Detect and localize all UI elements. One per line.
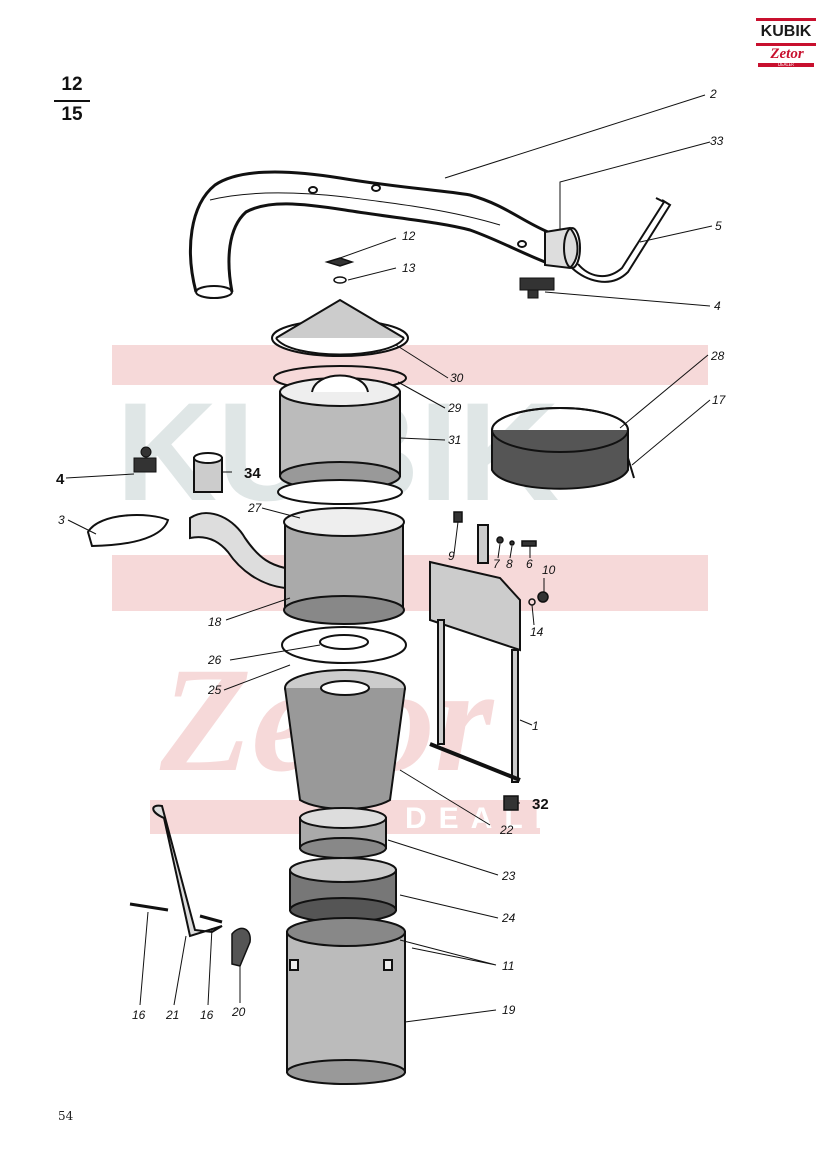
- part-32-rubber-foot: [503, 795, 519, 811]
- callout-13: 13: [402, 261, 416, 275]
- part-12-wing-nut: [324, 257, 355, 267]
- callout-33: 33: [710, 134, 724, 148]
- callout-8: 8: [506, 557, 513, 571]
- watermark-dealer: DEALER: [405, 802, 600, 835]
- callout-21: 21: [165, 1008, 179, 1022]
- watermark-top-band: [112, 345, 708, 385]
- callout-16-left: 16: [132, 1008, 146, 1022]
- callout-10: 10: [542, 563, 556, 577]
- part-22-filter-element: [284, 669, 406, 810]
- part-30-cone-cover: [271, 298, 409, 357]
- callout-1: 1: [532, 719, 539, 733]
- part-8-washer: [509, 540, 515, 546]
- callout-17: 17: [712, 393, 727, 407]
- part-18-filter-housing: [189, 507, 405, 625]
- part-5-strap: [571, 197, 672, 283]
- part-28-band: [491, 407, 629, 490]
- leader-lines: [65, 94, 713, 1023]
- part-31-cyclone-cap: [277, 374, 403, 505]
- callout-30: 30: [450, 371, 464, 385]
- callout-3: 3: [58, 513, 65, 527]
- callout-9: 9: [448, 549, 455, 563]
- part-34-sleeve: [193, 452, 223, 493]
- callout-7: 7: [493, 557, 501, 571]
- callout-16-right: 16: [200, 1008, 214, 1022]
- part-7-washer: [496, 536, 504, 544]
- callout-12: 12: [402, 229, 416, 243]
- callout-22: 22: [499, 823, 514, 837]
- callout-11: 11: [502, 959, 514, 973]
- callout-27: 27: [247, 501, 263, 515]
- part-13-washer: [333, 276, 347, 284]
- callout-23: 23: [501, 869, 516, 883]
- callout-19: 19: [502, 1003, 516, 1017]
- part-9-nut: [453, 511, 463, 523]
- part-25-gasket: [281, 626, 407, 664]
- logo-sub: Zetor: [770, 46, 804, 62]
- callout-5: 5: [715, 219, 722, 233]
- section-number-bottom: 15: [61, 104, 83, 125]
- part-20-clip: [231, 927, 251, 967]
- part-10-nut: [537, 591, 549, 603]
- part-3-strap: [86, 514, 170, 548]
- kubik-zetor-logo: KUBIK Zetor DEALER: [756, 16, 816, 72]
- section-number-top: 12: [61, 74, 83, 95]
- callout-25: 25: [207, 683, 222, 697]
- fraction-bar: [54, 100, 90, 102]
- part-16-bolt-right: [199, 914, 223, 924]
- callout-4-right: 4: [714, 299, 721, 313]
- callout-28: 28: [710, 349, 725, 363]
- part-21-hanger-strap: [152, 804, 223, 938]
- callout-34: 34: [244, 465, 261, 482]
- callout-6: 6: [526, 557, 533, 571]
- callout-18: 18: [208, 615, 222, 629]
- part-11-clip-right: [383, 959, 393, 971]
- part-33-hose-sleeve: [544, 226, 581, 270]
- page-number: 54: [58, 1109, 74, 1123]
- callout-26: 26: [207, 653, 222, 667]
- callout-32: 32: [532, 796, 549, 813]
- callout-14: 14: [530, 625, 544, 639]
- part-17-pin: [627, 457, 635, 479]
- callout-29: 29: [447, 401, 462, 415]
- callout-31: 31: [448, 433, 461, 447]
- part-16-bolt-left: [129, 902, 169, 912]
- part-26-ring: [319, 634, 369, 650]
- callout-2: 2: [709, 87, 717, 101]
- watermark-bottom-band: [112, 555, 708, 611]
- part-1-mounting-frame: [429, 524, 521, 783]
- small-fasteners: [453, 511, 549, 606]
- callout-24: 24: [501, 911, 516, 925]
- part-11-clip-left: [289, 959, 299, 971]
- part-2-intake-pipe: [189, 170, 549, 299]
- logo-brand: KUBIK: [756, 18, 816, 46]
- logo-dealer-bar: DEALER: [758, 63, 814, 67]
- part-24-mesh-insert: [289, 857, 397, 923]
- part-6-bolt: [521, 540, 537, 547]
- part-19-oil-bowl: [286, 917, 406, 1085]
- part-4-bracket-right: [519, 277, 555, 299]
- callout-20: 20: [231, 1005, 246, 1019]
- part-23-tray: [299, 807, 387, 859]
- callout-labels: 2 33 5 12 13 4 30 28 29 17 31 4 34 27 3 …: [56, 87, 727, 1022]
- part-4-bracket-left: [133, 446, 157, 473]
- callout-4-left: 4: [56, 471, 65, 488]
- section-fraction: 12 15: [50, 74, 94, 126]
